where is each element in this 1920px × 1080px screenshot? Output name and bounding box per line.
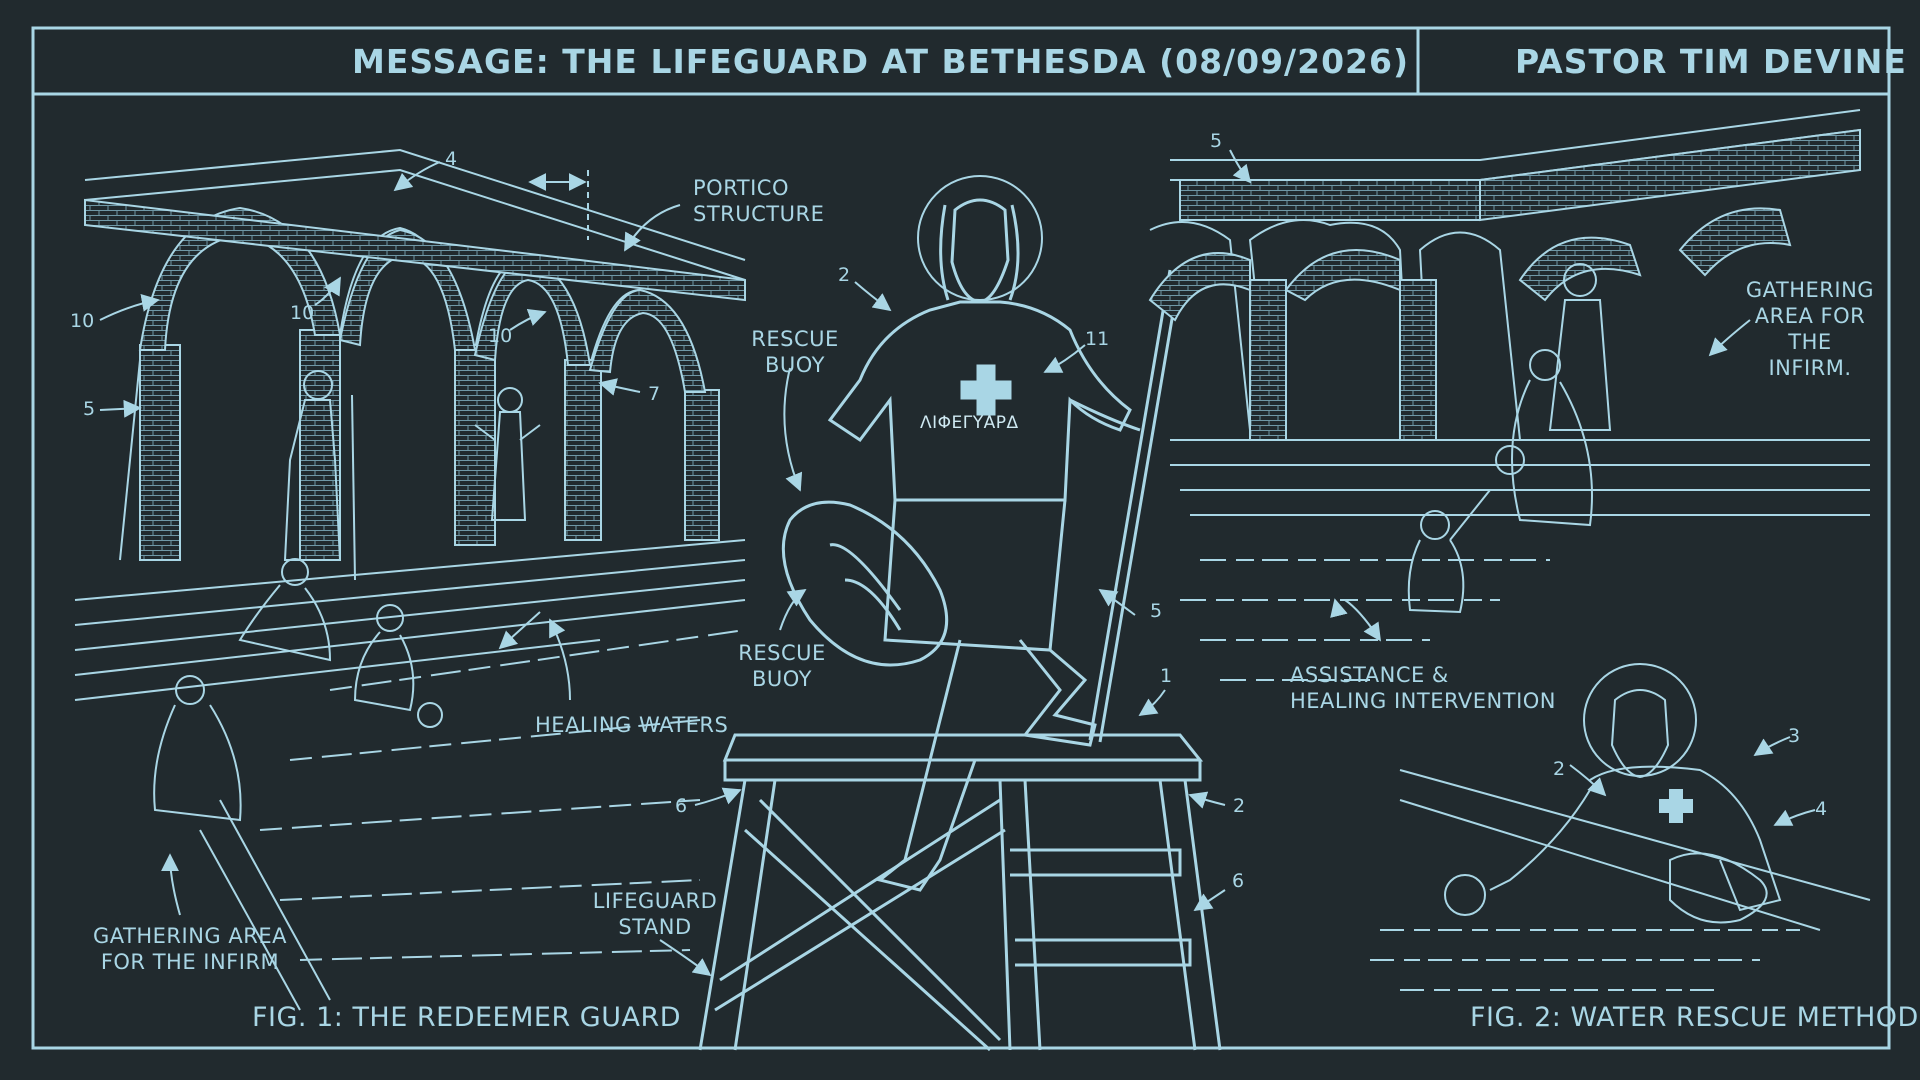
callout-2-b: 2: [1233, 795, 1246, 817]
callout-7: 7: [648, 383, 661, 405]
fig2-caption: FIG. 2: WATER RESCUE METHOD: [1470, 1002, 1919, 1033]
callout-6-b: 6: [1232, 870, 1245, 892]
callout-4: 4: [445, 148, 458, 170]
seated-infirm-figures: [153, 558, 443, 822]
water-rescue-illustration: [1370, 663, 1871, 991]
lifeguard-stand-label: LIFEGUARD STAND: [592, 889, 718, 939]
callout-6-a: 6: [675, 795, 688, 817]
callout-10-a: 10: [70, 310, 95, 332]
callout-5: 5: [83, 398, 96, 420]
center-leader-lines: [659, 281, 1226, 977]
fig1-caption: FIG. 1: THE REDEEMER GUARD: [252, 1002, 682, 1033]
fig1-leader-lines: [99, 161, 681, 916]
callout-fig2-4: 4: [1815, 798, 1828, 820]
callout-1: 1: [1160, 665, 1173, 687]
gathering-area-label-fig2: GATHERING AREA FOR THE INFIRM.: [1745, 278, 1875, 380]
callout-10-b: 10: [290, 302, 315, 324]
infirm-figures-group: [1407, 263, 1612, 614]
lifeguard-figure: [781, 175, 1182, 892]
rescue-buoy-label-top: RESCUE BUOY: [751, 327, 839, 377]
pastor-name: PASTOR TIM DEVINE: [1515, 42, 1907, 81]
praying-woman-figure: [474, 387, 541, 521]
standing-elder-figure: [283, 370, 356, 581]
pool-arcade-illustration: [1148, 109, 1870, 681]
fig2-leader-lines: [1229, 149, 1816, 826]
callout-fig2-2: 2: [1553, 758, 1566, 780]
callout-11: 11: [1085, 328, 1110, 350]
portico-illustration: [74, 148, 746, 1011]
lifeguard-stand-illustration: [698, 733, 1222, 1052]
title-block: [31, 26, 1891, 1050]
callout-10-c: 10: [488, 325, 513, 347]
rescue-buoy-label-bottom: RESCUE BUOY: [738, 641, 826, 691]
callout-fig2-5: 5: [1210, 130, 1223, 152]
gathering-area-label-fig1: GATHERING AREA FOR THE INFIRM: [93, 924, 287, 974]
callout-2: 2: [838, 264, 851, 286]
callout-fig2-3: 3: [1788, 725, 1801, 747]
message-title: MESSAGE: THE LIFEGUARD AT BETHESDA (08/0…: [352, 42, 1410, 81]
assistance-label: ASSISTANCE & HEALING INTERVENTION: [1290, 663, 1557, 713]
lifeguard-shirt-text: ΛΙΦΕΓΥΑΡΔ: [920, 413, 1019, 433]
healing-waters-label: HEALING WATERS: [535, 713, 729, 737]
portico-structure-label: PORTICO STRUCTURE: [693, 176, 825, 226]
callout-5-b: 5: [1150, 600, 1163, 622]
